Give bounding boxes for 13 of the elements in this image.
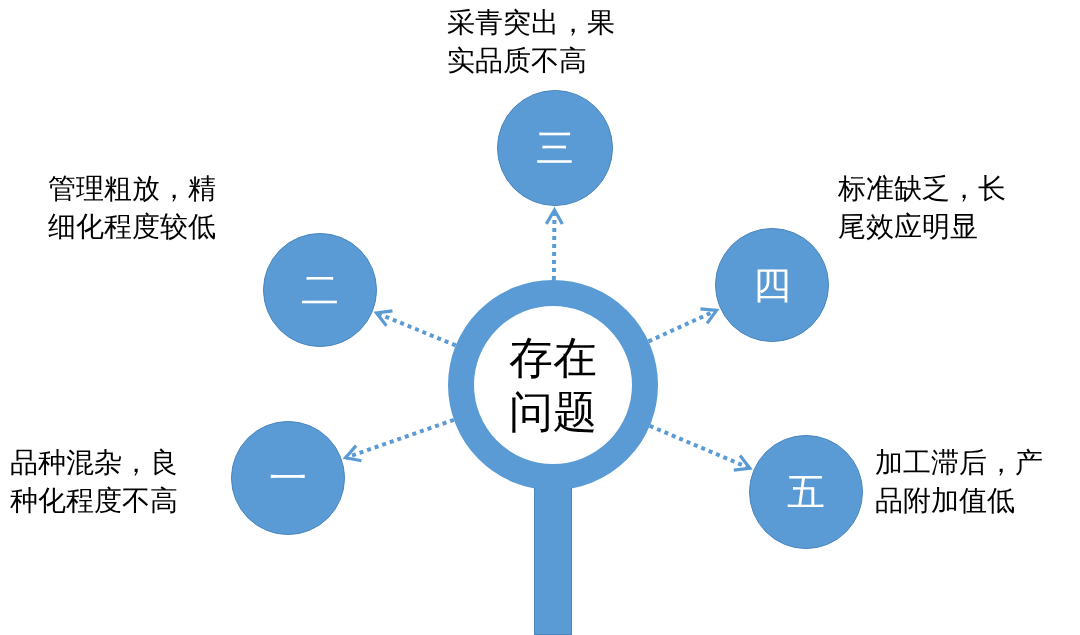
problem-caption: 标准缺乏，长尾效应明显 [838,171,1007,245]
circle-numeral: 二 [301,268,339,312]
circle-numeral: 五 [787,470,825,514]
problem-caption: 管理粗放，精细化程度较低 [48,171,217,245]
magnifier-handle [534,488,572,635]
circle-numeral: 一 [269,456,307,500]
problem-caption: 加工滞后，产品附加值低 [875,445,1044,519]
center-title: 存在问题 [508,331,598,439]
circle-numeral: 四 [753,263,791,307]
problem-caption: 采青突出，果实品质不高 [447,5,616,79]
problem-caption: 品种混杂，良种化程度不高 [10,445,179,519]
circle-numeral: 三 [536,126,574,170]
dotted-arrow [544,208,564,280]
